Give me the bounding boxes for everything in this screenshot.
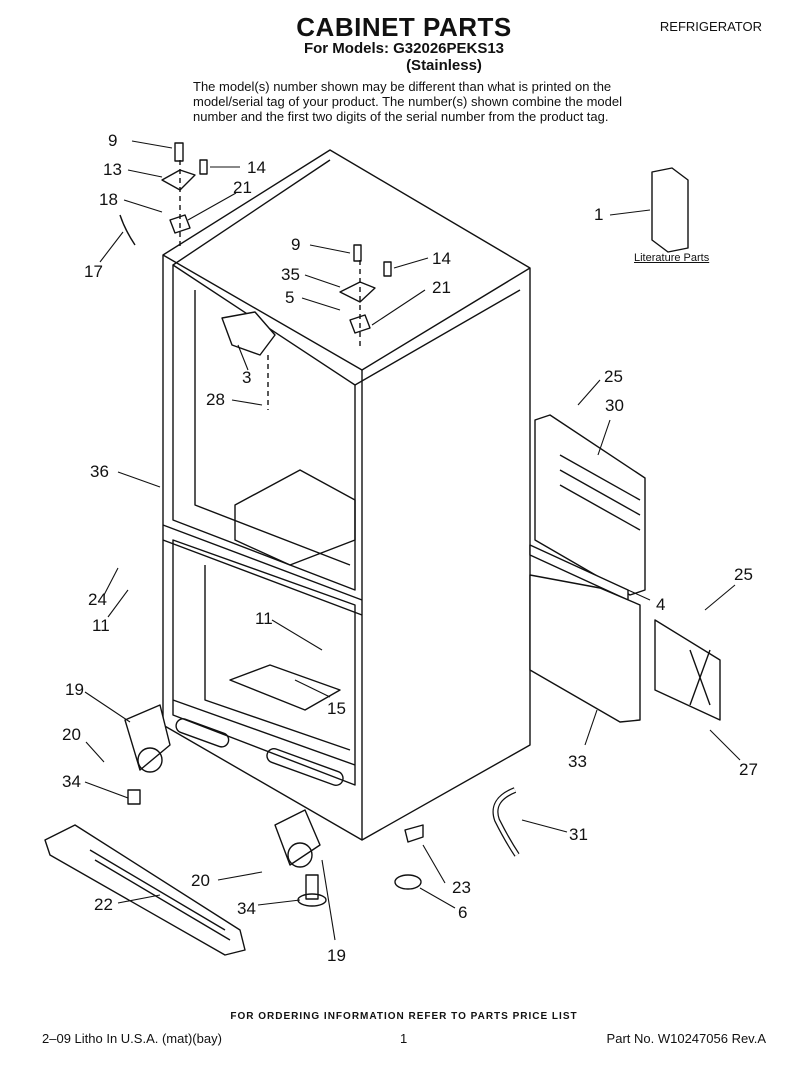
callout-labels: 9 13 14 18 21 17 1 9 14 35 5 21 3 28 25 … (62, 131, 758, 965)
literature-booklet (651, 167, 689, 253)
callout-label: 14 (432, 249, 451, 268)
callout-label: 36 (90, 462, 109, 481)
part-number: Part No. W10247056 Rev.A (606, 1031, 766, 1046)
models-line: For Models: G32026PEKS13 (303, 40, 505, 57)
callout-label: 30 (605, 396, 624, 415)
callout-label: 33 (568, 752, 587, 771)
callout-label: 11 (255, 609, 273, 628)
callout-label: 22 (94, 895, 113, 914)
callout-label: 4 (656, 595, 665, 614)
callout-label: 31 (569, 825, 588, 844)
page-number: 1 (400, 1031, 408, 1046)
callout-label: 34 (62, 772, 81, 791)
upper-hinge-left (119, 142, 208, 250)
rear-panels (529, 414, 721, 723)
callout-label: 9 (108, 131, 117, 150)
upper-hinge-right (339, 244, 392, 350)
callout-label: 28 (206, 390, 225, 409)
toe-grille (44, 824, 246, 956)
callout-label: 27 (739, 760, 758, 779)
model-note: The model(s) number shown may be differe… (193, 79, 622, 124)
callout-label: 14 (247, 158, 266, 177)
callout-label: 35 (281, 265, 300, 284)
literature-parts-label: Literature Parts (634, 252, 710, 264)
callout-label: 19 (327, 946, 346, 965)
finish-line: (Stainless) (406, 57, 482, 74)
cabinet-shell (162, 149, 531, 841)
callout-label: 23 (452, 878, 471, 897)
callout-label: 11 (92, 616, 110, 635)
front-roller-left (124, 704, 171, 805)
callout-label: 20 (191, 871, 210, 890)
ordering-info: FOR ORDERING INFORMATION REFER TO PARTS … (230, 1011, 578, 1022)
callout-label: 6 (458, 903, 467, 922)
callout-label: 18 (99, 190, 118, 209)
front-roller-right (274, 809, 327, 907)
callout-label: 15 (327, 699, 346, 718)
drain-hose-inner (493, 788, 519, 856)
callout-label: 9 (291, 235, 300, 254)
appliance-type: REFRIGERATOR (659, 19, 762, 34)
callout-label: 19 (65, 680, 84, 699)
callout-label: 17 (84, 262, 103, 281)
callout-label: 25 (734, 565, 753, 584)
litho-info: 2–09 Litho In U.S.A. (mat)(bay) (42, 1031, 222, 1046)
callout-label: 20 (62, 725, 81, 744)
callout-label: 3 (242, 368, 251, 387)
callout-label: 24 (88, 590, 107, 609)
callout-label: 25 (604, 367, 623, 386)
callout-label: 1 (594, 205, 603, 224)
grommet (394, 874, 422, 890)
callout-label: 21 (432, 278, 451, 297)
callout-label: 13 (103, 160, 122, 179)
leader-lines (84, 140, 741, 941)
hose-clamp (404, 824, 424, 843)
callout-label: 5 (285, 288, 294, 307)
callout-label: 21 (233, 178, 252, 197)
control-housing (221, 311, 276, 356)
page-title: CABINET PARTS (296, 12, 512, 42)
callout-label: 34 (237, 899, 256, 918)
